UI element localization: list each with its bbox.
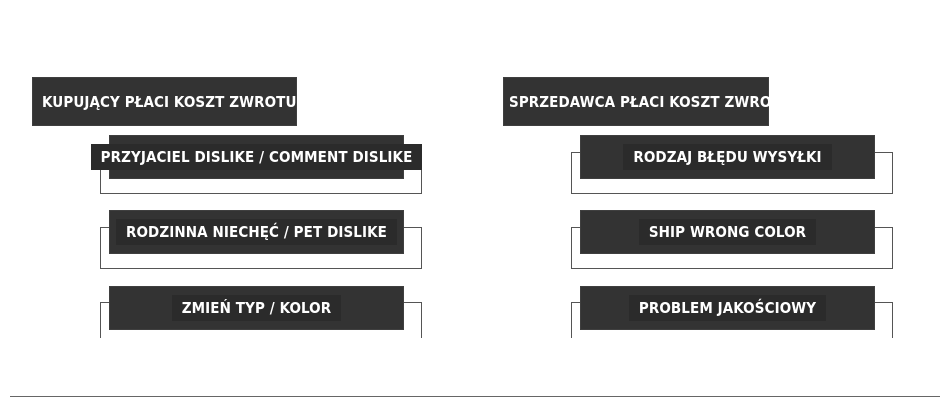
left-header-label: KUPUJĄCY PŁACI KOSZT ZWROTU: [42, 92, 297, 111]
left-item-2-label: RODZINNA NIECHĘĆ / PET DISLIKE: [115, 219, 398, 245]
right-item-1: RODZAJ BŁĘDU WYSYŁKI: [580, 135, 875, 179]
right-item-2-label: SHIP WRONG COLOR: [638, 219, 817, 245]
right-item-2: SHIP WRONG COLOR: [580, 210, 875, 254]
right-header: SPRZEDAWCA PŁACI KOSZT ZWROTU: [503, 77, 792, 126]
left-item-2: RODZINNA NIECHĘĆ / PET DISLIKE: [109, 210, 404, 254]
left-item-1-label: PRZYJACIEL DISLIKE / COMMENT DISLIKE: [90, 144, 423, 170]
right-item-3: PROBLEM JAKOŚCIOWY: [580, 286, 875, 330]
left-item-1: PRZYJACIEL DISLIKE / COMMENT DISLIKE: [90, 135, 423, 179]
left-header: KUPUJĄCY PŁACI KOSZT ZWROTU: [32, 77, 297, 126]
left-item-3: ZMIEŃ TYP / KOLOR: [109, 286, 404, 330]
horizontal-divider: [10, 396, 940, 397]
right-item-1-label: RODZAJ BŁĘDU WYSYŁKI: [623, 144, 832, 170]
right-header-label: SPRZEDAWCA PŁACI KOSZT ZWROTU: [509, 92, 792, 111]
left-item-3-label: ZMIEŃ TYP / KOLOR: [171, 295, 342, 321]
right-item-3-label: PROBLEM JAKOŚCIOWY: [628, 295, 827, 321]
